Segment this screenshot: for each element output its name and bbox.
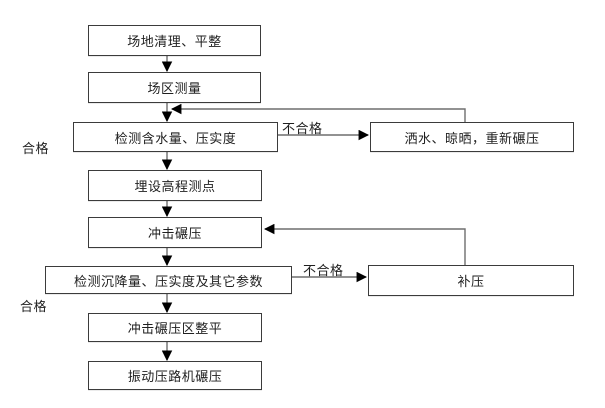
node-supplementary-compaction-label: 补压 xyxy=(457,274,485,289)
node-site-clearing-label: 场地清理、平整 xyxy=(127,34,222,49)
node-elevation-points-label: 埋设高程测点 xyxy=(134,179,216,194)
node-area-leveling-label: 冲击碾压区整平 xyxy=(127,321,223,336)
node-vibratory-rolling: 振动压路机碾压 xyxy=(88,361,262,390)
node-elevation-points: 埋设高程测点 xyxy=(88,170,262,201)
node-settlement-test-label: 检测沉降量、压实度及其它参数 xyxy=(73,273,263,289)
edge-label-fail-1: 不合格 xyxy=(282,121,323,136)
node-settlement-test: 检测沉降量、压实度及其它参数 xyxy=(45,266,292,294)
edge-label-pass-2: 合格 xyxy=(20,299,48,314)
node-impact-rolling-label: 冲击碾压 xyxy=(147,226,202,241)
node-site-survey: 场区测量 xyxy=(88,72,261,103)
node-supplementary-compaction: 补压 xyxy=(368,265,574,296)
node-moisture-compaction-test: 检测含水量、压实度 xyxy=(73,122,278,152)
node-moisture-compaction-test-label: 检测含水量、压实度 xyxy=(114,130,237,146)
node-impact-rolling: 冲击碾压 xyxy=(88,217,262,248)
node-area-leveling: 冲击碾压区整平 xyxy=(88,313,262,342)
edge-label-pass-1: 合格 xyxy=(22,141,50,156)
edge-label-fail-2: 不合格 xyxy=(303,263,344,278)
node-vibratory-rolling-label: 振动压路机碾压 xyxy=(127,369,223,384)
node-site-survey-label: 场区测量 xyxy=(147,81,202,96)
node-site-clearing: 场地清理、平整 xyxy=(88,25,261,56)
node-rewater-rerolling: 洒水、晾晒，重新碾压 xyxy=(370,122,574,152)
edge-supplement-return xyxy=(263,223,466,265)
node-rewater-rerolling-label: 洒水、晾晒，重新碾压 xyxy=(404,130,540,146)
